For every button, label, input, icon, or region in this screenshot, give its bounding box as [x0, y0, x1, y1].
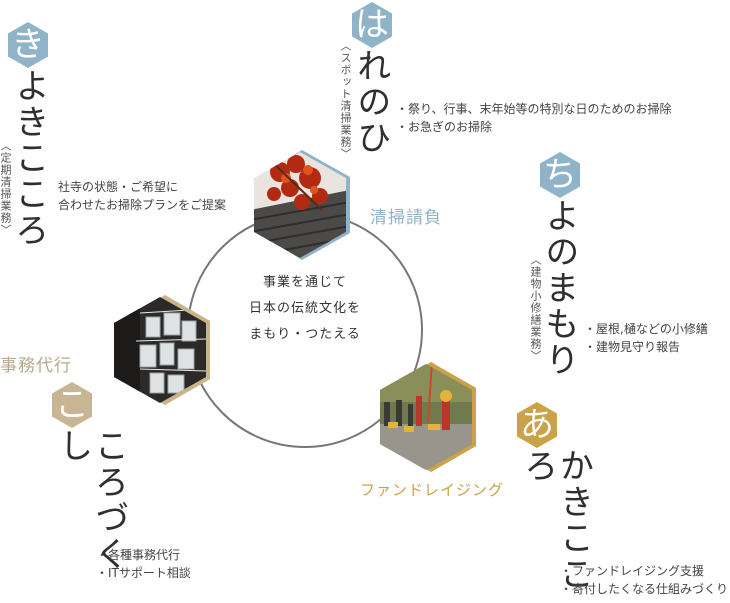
badge-a-char: あ — [520, 405, 554, 445]
desc-chiyonomamori-line-2: ・建物見守り報告 — [584, 340, 681, 354]
badge-ko: こ — [52, 382, 92, 428]
festival-procession-photo — [376, 362, 478, 472]
title-kokorozukushi: ころづくし — [52, 428, 129, 572]
desc-kiyokikokoro-line-1: 社寺の状態・ご希望に — [58, 180, 179, 194]
desc-harenohi-line-2: ・お急ぎのお掃除 — [396, 120, 493, 134]
badge-ha: は — [352, 2, 392, 48]
hexagon-icon — [52, 382, 92, 428]
desc-akikokoro: ・ファンドレイジング支援 ・寄付したくなる仕組みづくり — [560, 562, 728, 598]
desc-harenohi: ・祭り、行事、末年始等の特別な日のためのお掃除 ・お急ぎのお掃除 — [396, 100, 672, 136]
desc-kokorozukushi: ・各種事務代行 ・ITサポート相談 — [96, 546, 191, 582]
desc-kokorozukushi-line-2: ・ITサポート相談 — [96, 566, 191, 580]
desc-kiyokikokoro: 社寺の状態・ご希望に 合わせたお掃除プランをご提案 — [58, 178, 226, 214]
subtitle-kiyokikokoro: 〈定期清掃業務〉 — [0, 140, 12, 236]
title-harenohi: れのひ — [350, 48, 391, 156]
momiji-roof-photo — [250, 150, 350, 260]
desc-kiyokikokoro-line-2: 合わせたお掃除プランをご提案 — [58, 198, 227, 212]
desc-chiyonomamori-line-1: ・屋根,樋などの小修繕 — [584, 322, 708, 336]
desc-akikokoro-line-2: ・寄付したくなる仕組みづくり — [560, 582, 729, 596]
center-line-2: 日本の伝統文化を — [248, 301, 361, 316]
hexagon-icon — [517, 402, 557, 448]
center-message: 事業を通じて 日本の伝統文化を まもり・つたえる — [190, 270, 420, 348]
label-cleaning: 清掃請負 — [370, 208, 442, 228]
badge-ha-char: は — [355, 5, 389, 45]
title-akikokoro: かきこころ — [517, 448, 594, 592]
hexagon-icon — [8, 22, 48, 68]
title-chiyonomamori: よのまもり — [538, 198, 579, 378]
hexagon-icon — [352, 2, 392, 48]
badge-a: あ — [517, 402, 557, 448]
badge-ki-char: き — [11, 25, 45, 65]
center-line-1: 事業を通じて — [262, 275, 347, 290]
badge-chi-char: ち — [543, 155, 577, 195]
label-office: 事務代行 — [0, 356, 72, 376]
subtitle-chiyonomamori: 〈建物小修繕業務〉 — [529, 254, 542, 362]
title-kiyokikokoro: よきこころ — [8, 68, 49, 248]
desc-kokorozukushi-line-1: ・各種事務代行 — [96, 548, 181, 562]
desc-chiyonomamori: ・屋根,樋などの小修繕 ・建物見守り報告 — [584, 320, 708, 356]
subtitle-harenohi: 〈スポット清掃業務〉 — [339, 40, 352, 160]
desc-harenohi-line-1: ・祭り、行事、末年始等の特別な日のためのお掃除 — [396, 102, 672, 116]
desc-akikokoro-line-1: ・ファンドレイジング支援 — [560, 564, 705, 578]
badge-ki: き — [8, 22, 48, 68]
label-fundraising: ファンドレイジング — [360, 481, 505, 499]
hexagon-icon — [540, 152, 580, 198]
badge-chi: ち — [540, 152, 580, 198]
ema-plaques-photo — [110, 295, 212, 405]
center-line-3: まもり・つたえる — [249, 327, 361, 342]
badge-ko-char: こ — [55, 385, 89, 425]
